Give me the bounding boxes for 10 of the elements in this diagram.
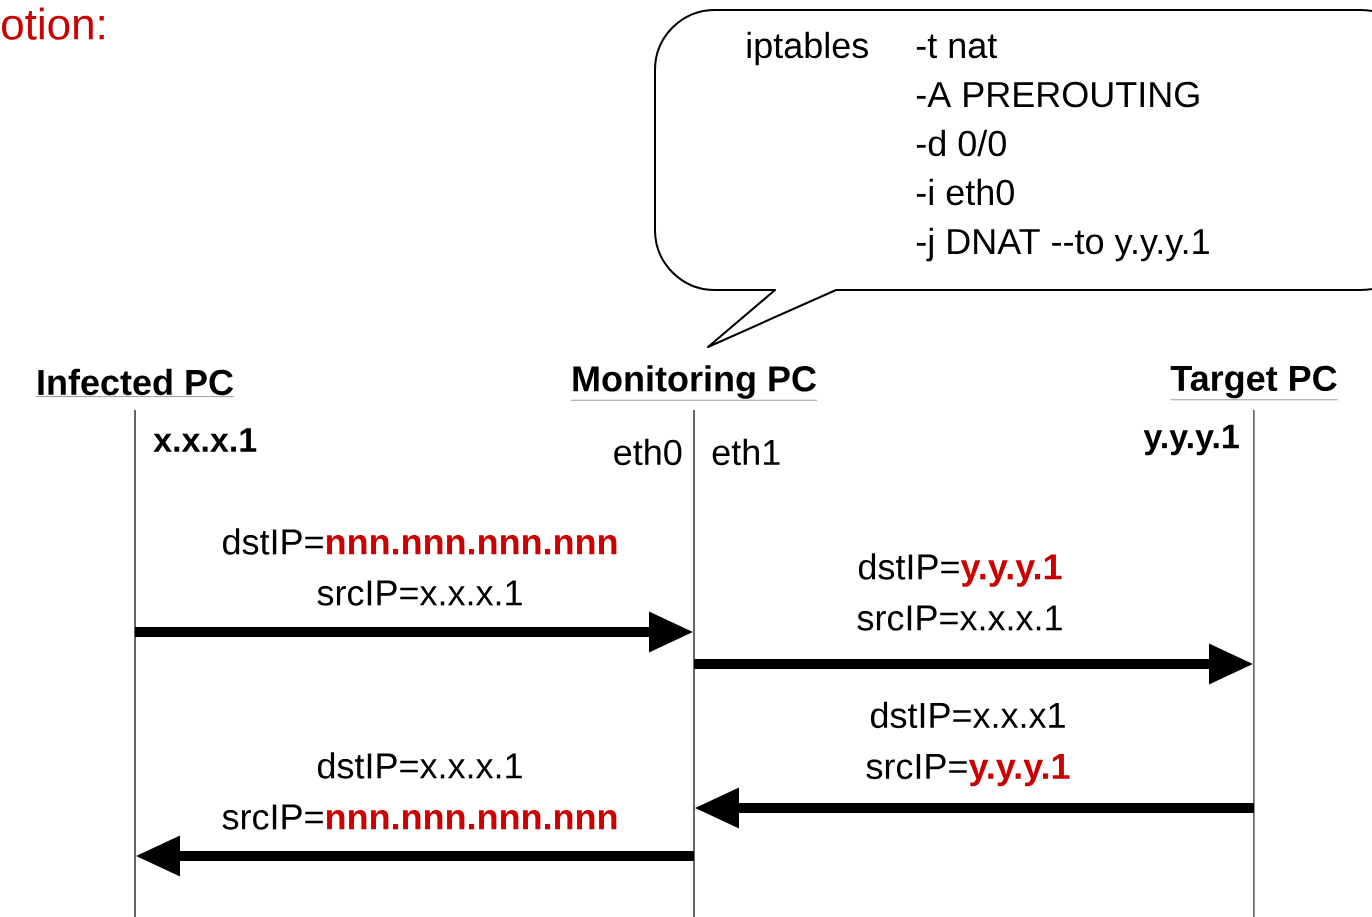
edge-label: dstIP=nnn.nnn.nnn.nnn srcIP=x.x.x.1: [223, 528, 617, 606]
edge-label: dstIP=x.x.x.1 srcIP=nnn.nnn.nnn.nnn: [222, 752, 617, 830]
ip-address: x.x.x.1: [153, 428, 257, 452]
edge-label: dstIP=y.y.y.1 srcIP=x.x.x.1: [857, 553, 1062, 631]
slide-title: otion:: [2, 7, 104, 40]
speech-bubble: iptables -t nat -A PREROUTING -d 0/0 -i eth0 -j DNAT --to y.y.y.1: [654, 9, 1372, 348]
edge-label: dstIP=x.x.x1 srcIP=y.y.y.1: [866, 701, 1070, 787]
interface-label: eth0: [614, 438, 682, 466]
interface-label: eth1: [712, 438, 780, 466]
ip-address: y.y.y.1: [1143, 424, 1239, 456]
